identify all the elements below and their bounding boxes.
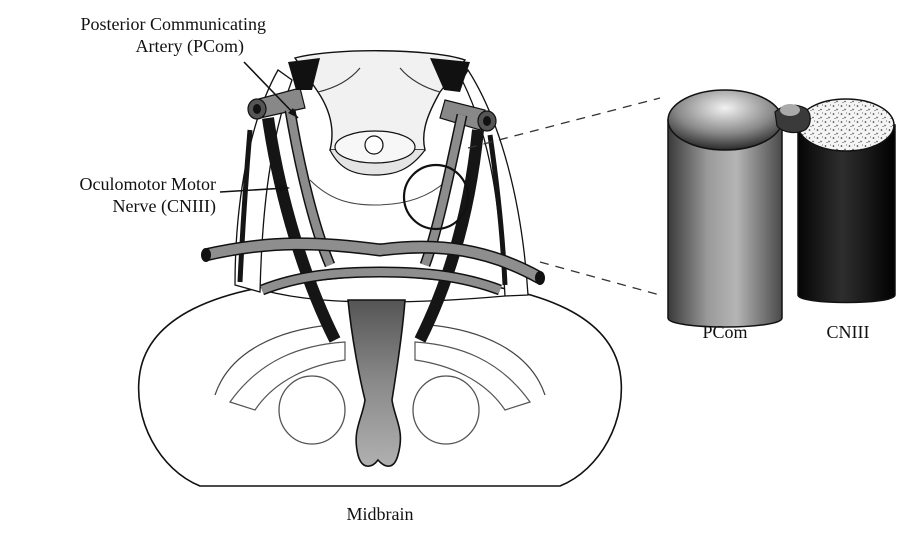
inset-cross-section [668,90,895,327]
inset-pcom-label: PCom [680,322,770,343]
inset-cniii-label: CNIII [808,322,888,343]
pcom-label-line2: Artery (PCom) [4,36,244,57]
cniii-label-line1: Oculomotor Motor [4,174,216,195]
pcom-label-line1: Posterior Communicating [4,14,266,35]
midbrain-label: Midbrain [320,504,440,525]
cniii-label-line2: Nerve (CNIII) [4,196,216,217]
